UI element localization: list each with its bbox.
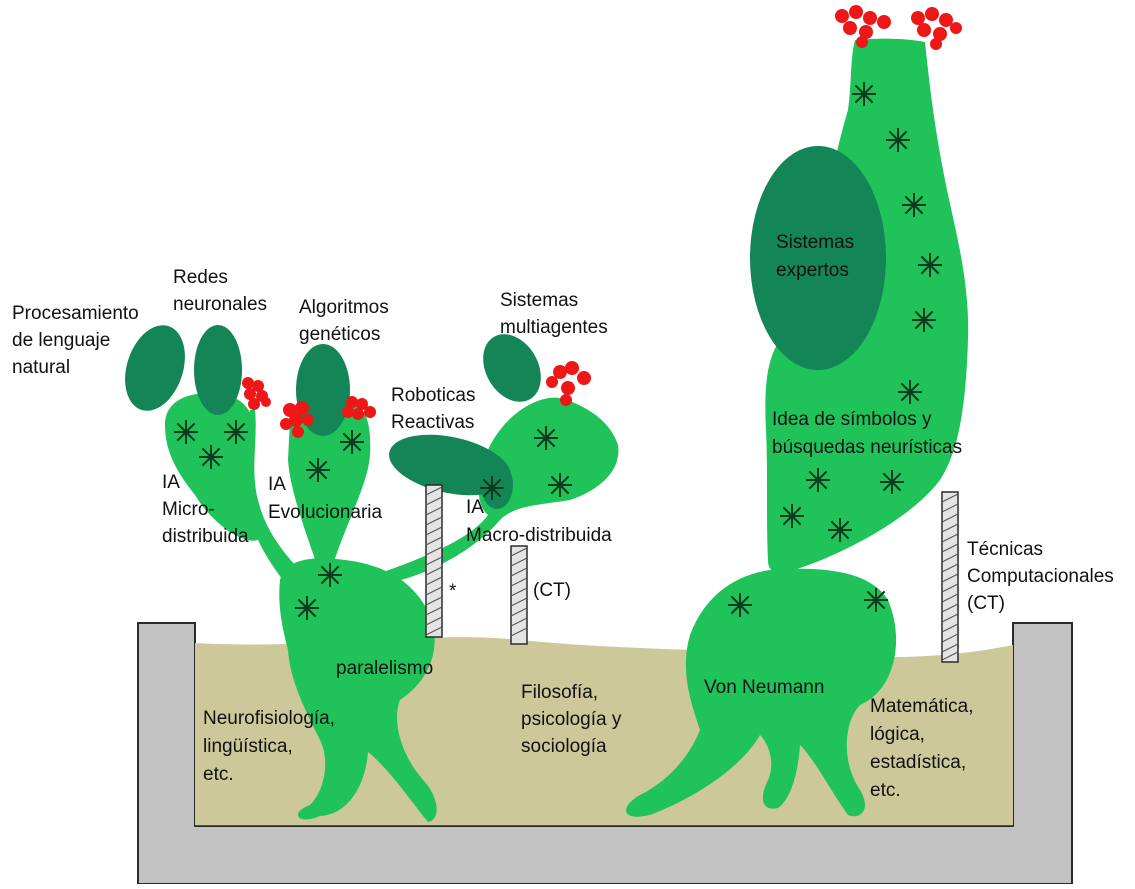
star-mark bbox=[340, 430, 364, 454]
label-multiagentes: Sistemas multiagentes bbox=[500, 290, 608, 338]
label-ct-left: (CT) bbox=[533, 580, 571, 601]
star-mark bbox=[880, 470, 904, 494]
star-mark bbox=[828, 518, 852, 542]
star-mark bbox=[852, 82, 876, 106]
star-mark bbox=[780, 504, 804, 528]
label-tecnicas: Técnicas Computacionales (CT) bbox=[967, 539, 1119, 614]
label-von-neumann: Von Neumann bbox=[704, 677, 824, 698]
flower-redes bbox=[242, 377, 271, 410]
star-mark bbox=[918, 253, 942, 277]
star-mark bbox=[306, 458, 330, 482]
star-mark bbox=[864, 588, 888, 612]
star-mark bbox=[174, 420, 198, 444]
flower-algoritmos-right bbox=[342, 396, 376, 420]
star-mark bbox=[224, 420, 248, 444]
star-mark bbox=[318, 563, 342, 587]
star-mark bbox=[902, 193, 926, 217]
label-asterisk: * bbox=[449, 581, 457, 602]
star-mark bbox=[806, 468, 830, 492]
label-paralelismo: paralelismo bbox=[336, 658, 433, 679]
star-mark bbox=[728, 593, 752, 617]
label-procesamiento: Procesamiento de lenguaje natural bbox=[12, 303, 144, 378]
star-mark bbox=[295, 596, 319, 620]
star-mark bbox=[886, 128, 910, 152]
star-mark bbox=[199, 445, 223, 469]
label-redes: Redes neuronales bbox=[173, 267, 267, 315]
label-algoritmos: Algoritmos genéticos bbox=[299, 297, 394, 345]
star-mark bbox=[912, 308, 936, 332]
leaf-sistemas-expertos bbox=[750, 146, 886, 370]
star-mark bbox=[534, 426, 558, 450]
leaf-redes bbox=[194, 325, 242, 415]
label-roboticas: Roboticas Reactivas bbox=[391, 385, 481, 433]
star-mark bbox=[898, 380, 922, 404]
star-mark bbox=[548, 473, 572, 497]
